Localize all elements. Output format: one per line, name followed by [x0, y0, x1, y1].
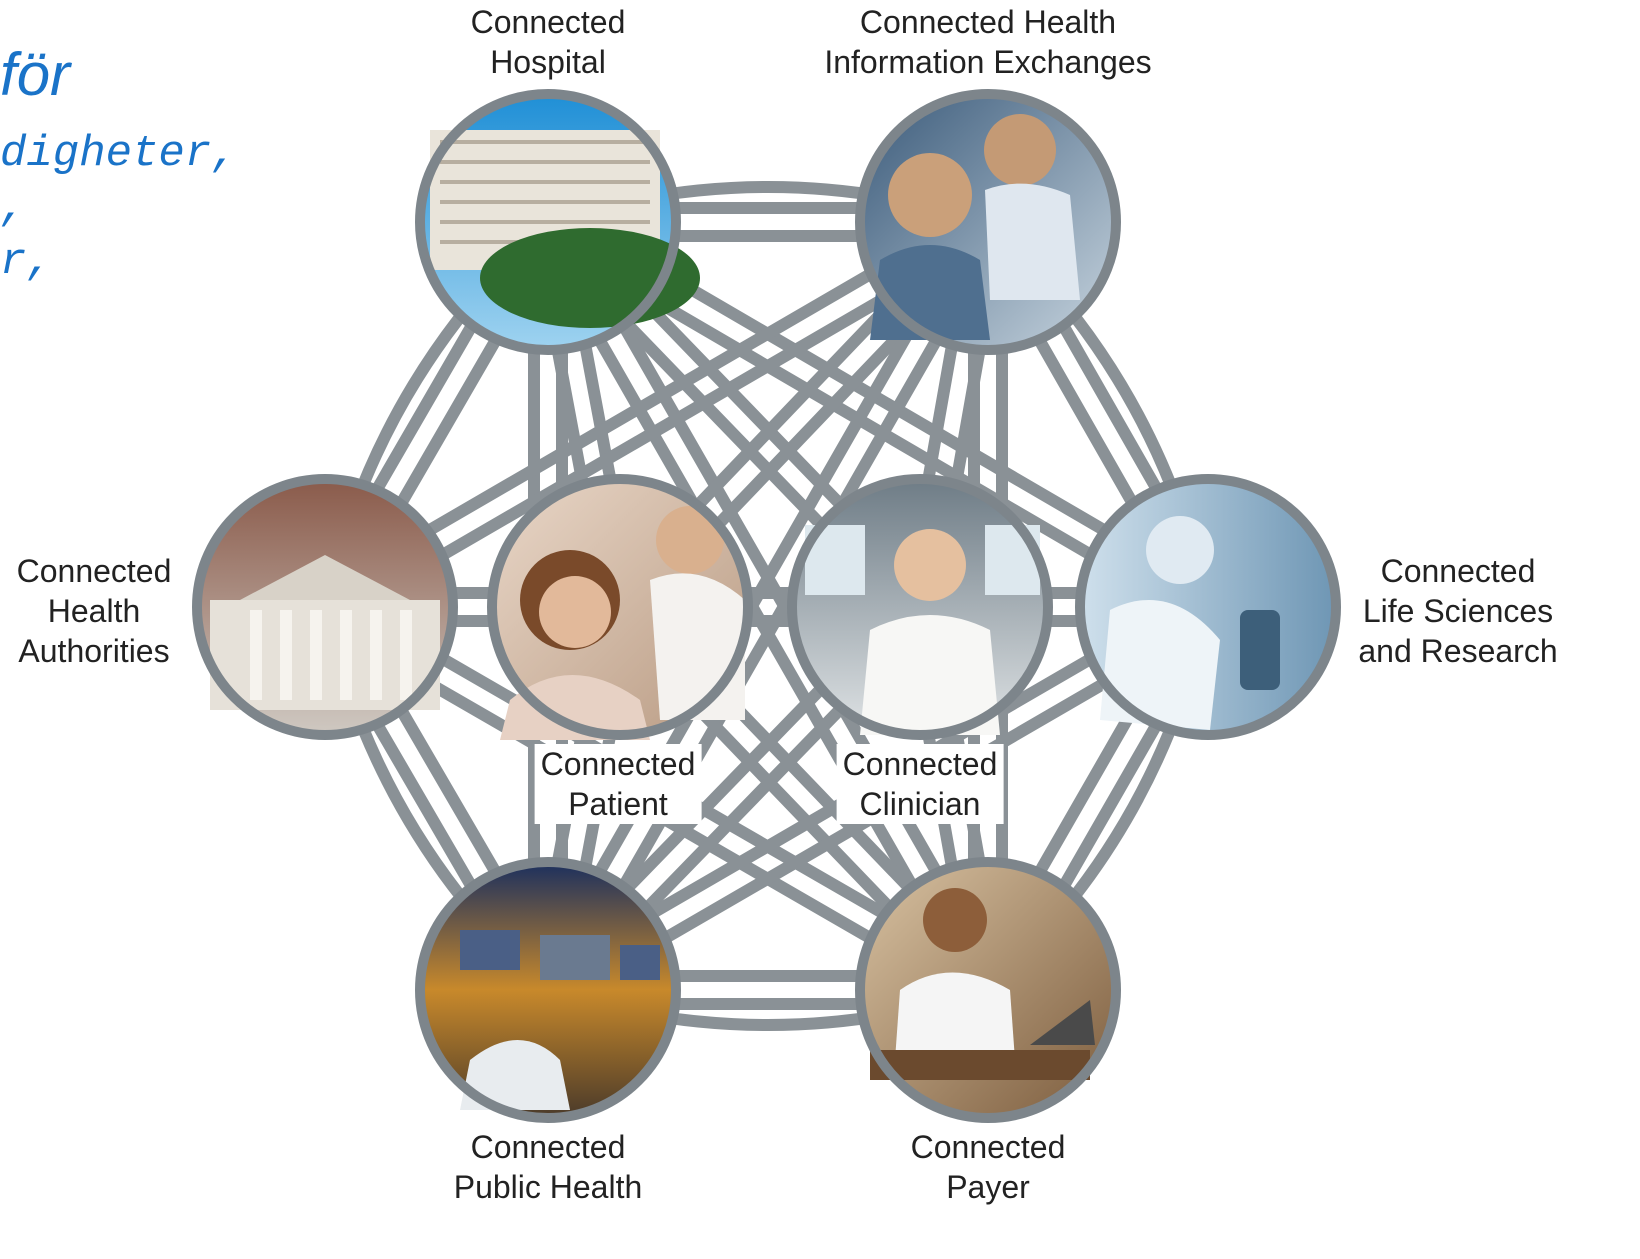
label-authorities: Connected Health Authorities — [16, 553, 172, 669]
connection-hie-publichealth — [529, 209, 982, 990]
intro-line-1: för — [0, 41, 71, 108]
intro-line-2: digheter, — [0, 129, 238, 179]
label-publichealth: Connected Public Health — [453, 1129, 643, 1205]
node-patient — [487, 474, 753, 740]
connection-hie-publichealth — [554, 222, 1007, 1003]
label-payer: Connected Payer — [910, 1129, 1066, 1205]
node-authorities — [192, 474, 458, 740]
label-patient: Connected Patient — [534, 744, 702, 824]
label-lifesci: Connected Life Sciences and Research — [1358, 553, 1558, 669]
intro-line-4: r, — [0, 237, 53, 287]
node-clinician — [787, 474, 1053, 740]
label-hospital: Connected Hospital — [470, 4, 626, 80]
label-hie: Connected Health Information Exchanges — [824, 4, 1152, 80]
node-hospital — [415, 89, 700, 355]
node-lifesci — [1075, 474, 1341, 740]
node-payer — [855, 857, 1121, 1123]
intro-line-3: , — [0, 183, 27, 233]
node-hie — [855, 89, 1121, 355]
connection-hospital-payer — [529, 222, 982, 1003]
connection-hospital-payer — [554, 209, 1007, 990]
label-clinician: Connected Clinician — [836, 744, 1004, 824]
node-publichealth — [415, 857, 681, 1123]
